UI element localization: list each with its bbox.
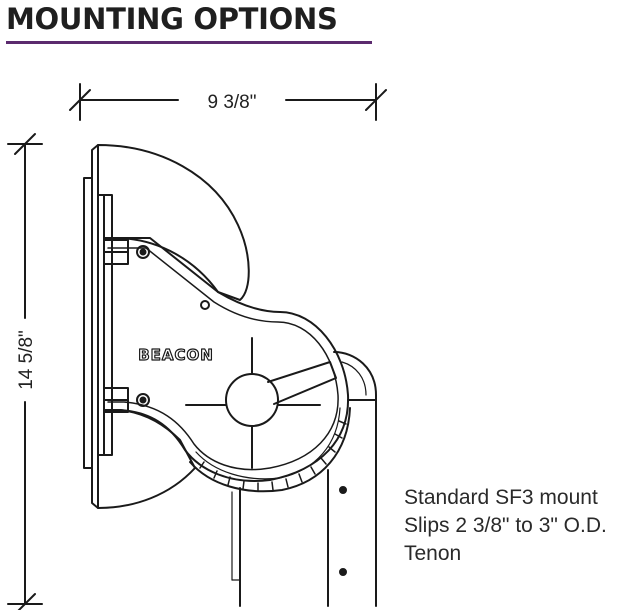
back-plate <box>83 144 113 509</box>
caption-line-2: Slips 2 3/8" to 3" O.D. <box>404 514 607 537</box>
tilt-scale <box>189 407 351 493</box>
upper-bracket-bolt <box>136 245 150 259</box>
mounting-arm <box>103 237 350 482</box>
height-dimension: 14 5/8" <box>7 133 43 610</box>
upper-bracket <box>103 239 210 310</box>
width-tick-left <box>69 89 91 111</box>
pivot-knuckle <box>185 337 337 469</box>
housing-upper-lobe <box>97 144 250 301</box>
back-plate-flange <box>83 177 93 469</box>
upper-bracket-bolt-center <box>139 248 147 256</box>
lower-bracket <box>103 387 150 413</box>
height-tick-top <box>14 133 36 155</box>
tilt-scale-arc-outer <box>189 407 351 493</box>
lower-bracket-bolt-center <box>139 396 147 404</box>
height-dimension-label: 14 5/8" <box>16 330 37 390</box>
slip-fitter <box>231 351 377 607</box>
tilt-scale-arc-inner <box>195 407 341 480</box>
set-screw-lower <box>339 568 347 576</box>
width-dimension: 9 3/8" <box>69 83 387 121</box>
mount-caption: Standard SF3 mount Slips 2 3/8" to 3" O.… <box>404 484 607 568</box>
mounting-arm-inner <box>107 247 339 471</box>
slip-fitter-cap <box>333 351 377 401</box>
width-tick-right <box>365 89 387 111</box>
title-underline <box>6 41 372 44</box>
back-plate-inner <box>103 194 113 456</box>
brand-label: BEACON <box>138 346 214 364</box>
height-tick-bottom <box>17 593 36 610</box>
width-dimension-label: 9 3/8" <box>207 92 256 113</box>
slip-fitter-cap-inner <box>341 361 367 396</box>
caption-line-1: Standard SF3 mount <box>404 486 598 509</box>
arm-pivot <box>200 300 210 310</box>
caption-line-3: Tenon <box>404 542 462 565</box>
page-title: MOUNTING OPTIONS <box>6 2 338 36</box>
pivot-lever <box>267 361 337 405</box>
set-screw-upper <box>339 486 347 494</box>
lower-bracket-bolt <box>136 393 150 407</box>
tilt-scale-ticks <box>199 420 347 492</box>
